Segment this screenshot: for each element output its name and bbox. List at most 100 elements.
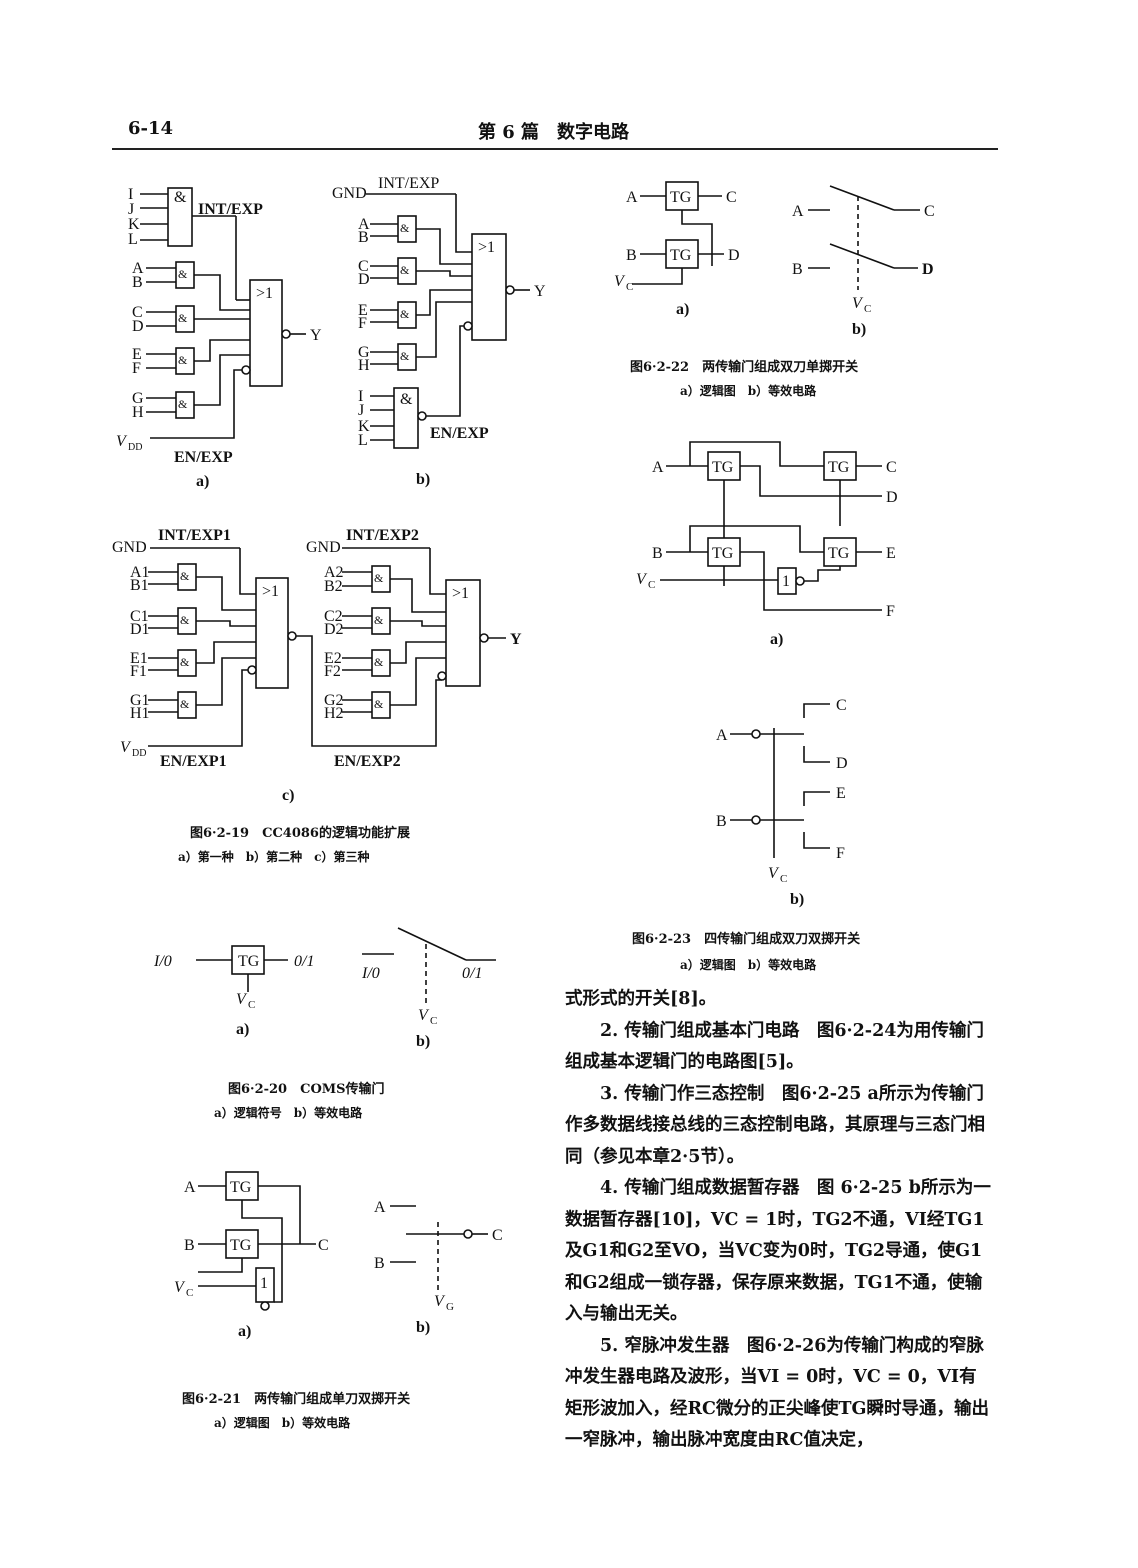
svg-text:&: & — [400, 391, 413, 408]
svg-text:&: & — [178, 267, 188, 281]
fig21-caption: 图6·2-21 两传输门组成单刀双掷开关 — [182, 1392, 411, 1407]
page-number: 6-14 — [128, 118, 174, 139]
svg-text:Y: Y — [510, 631, 522, 648]
svg-text:B: B — [626, 247, 637, 264]
svg-text:&: & — [174, 189, 187, 206]
fig19b-diagram: GND INT/EXP >1 Y & & & & AB CD EF GH & I… — [332, 175, 546, 488]
svg-text:INT/EXP: INT/EXP — [378, 175, 439, 192]
svg-text:G1: G1 — [130, 692, 150, 709]
svg-text:C: C — [492, 1227, 503, 1244]
svg-text:C: C — [132, 304, 143, 321]
svg-text:D2: D2 — [324, 621, 344, 638]
svg-text:>1: >1 — [262, 583, 279, 600]
svg-text:C: C — [248, 999, 255, 1011]
svg-text:A: A — [374, 1199, 386, 1216]
svg-text:&: & — [374, 571, 384, 585]
svg-text:a): a) — [238, 1323, 251, 1340]
svg-text:C: C — [886, 459, 897, 476]
svg-text:EN/EXP2: EN/EXP2 — [334, 753, 401, 770]
svg-text:&: & — [180, 655, 190, 669]
svg-text:F: F — [836, 845, 845, 862]
svg-text:L: L — [358, 432, 368, 449]
svg-text:b): b) — [416, 471, 430, 488]
fig20-subcaption: a）逻辑符号 b）等效电路 — [214, 1106, 363, 1120]
svg-text:C: C — [924, 203, 935, 220]
svg-text:C: C — [836, 697, 847, 714]
svg-text:0/1: 0/1 — [462, 965, 482, 982]
svg-text:V: V — [116, 433, 128, 450]
svg-text:V: V — [174, 1279, 186, 1296]
svg-text:&: & — [178, 397, 188, 411]
svg-text:TG: TG — [828, 545, 850, 562]
svg-text:A: A — [792, 203, 804, 220]
svg-text:E: E — [836, 785, 846, 802]
svg-text:E: E — [886, 545, 896, 562]
svg-text:H: H — [132, 404, 144, 421]
svg-text:DD: DD — [132, 748, 146, 759]
svg-text:&: & — [374, 655, 384, 669]
svg-text:V: V — [236, 991, 248, 1008]
svg-text:b): b) — [416, 1033, 430, 1050]
svg-text:V: V — [852, 295, 864, 312]
svg-text:&: & — [400, 263, 410, 277]
svg-text:C2: C2 — [324, 608, 343, 625]
svg-text:INT/EXP1: INT/EXP1 — [158, 527, 231, 544]
svg-text:F: F — [358, 315, 367, 332]
svg-text:H: H — [358, 357, 370, 374]
svg-text:GND: GND — [306, 539, 341, 556]
svg-text:0/1: 0/1 — [294, 953, 314, 970]
svg-text:TG: TG — [712, 459, 734, 476]
svg-text:B: B — [374, 1255, 385, 1272]
svg-text:H2: H2 — [324, 705, 344, 722]
svg-text:>1: >1 — [452, 585, 469, 602]
svg-text:&: & — [374, 613, 384, 627]
svg-text:b): b) — [790, 891, 804, 908]
svg-text:V: V — [434, 1293, 446, 1310]
svg-text:V: V — [614, 273, 626, 290]
fig19a-diagram: & IJ KL INT/EXP >1 Y & & & & AB CD EF GH… — [116, 186, 322, 490]
svg-text:H1: H1 — [130, 705, 150, 722]
svg-text:C: C — [726, 189, 737, 206]
svg-text:E2: E2 — [324, 650, 342, 667]
svg-text:K: K — [128, 216, 140, 233]
svg-text:D: D — [358, 271, 370, 288]
svg-text:I/0: I/0 — [361, 965, 380, 982]
svg-text:TG: TG — [230, 1179, 252, 1196]
svg-text:K: K — [358, 418, 370, 435]
svg-text:L: L — [128, 231, 138, 248]
svg-text:C1: C1 — [130, 608, 149, 625]
svg-text:V: V — [120, 739, 132, 756]
svg-text:GND: GND — [112, 539, 147, 556]
svg-text:&: & — [180, 569, 190, 583]
svg-text:G2: G2 — [324, 692, 344, 709]
fig19-subcaption: a）第一种 b）第二种 c）第三种 — [178, 850, 370, 864]
svg-text:C: C — [186, 1287, 193, 1299]
svg-text:C: C — [430, 1015, 437, 1027]
svg-text:A: A — [358, 216, 370, 233]
svg-text:>1: >1 — [478, 239, 495, 256]
header-rule — [112, 148, 998, 150]
svg-text:E: E — [132, 346, 142, 363]
svg-text:GND: GND — [332, 185, 367, 202]
svg-text:INT/EXP: INT/EXP — [198, 201, 263, 218]
svg-text:B: B — [652, 545, 663, 562]
svg-text:A: A — [716, 727, 728, 744]
svg-text:F: F — [132, 360, 141, 377]
svg-text:TG: TG — [712, 545, 734, 562]
svg-text:G: G — [132, 390, 144, 407]
fig22-caption: 图6·2-22 两传输门组成双刀单掷开关 — [630, 360, 859, 375]
svg-text:J: J — [358, 402, 364, 419]
svg-text:DD: DD — [128, 442, 142, 453]
para-3: 4. 传输门组成数据暂存器 图 6·2-25 b所示为一数据暂存器[10]，VC… — [565, 1178, 991, 1324]
svg-text:&: & — [178, 311, 188, 325]
para-4: 5. 窄脉冲发生器 图6·2-26为传输门构成的窄脉冲发生器电路及波形，当VI … — [565, 1335, 989, 1451]
svg-text:V: V — [418, 1007, 430, 1024]
svg-text:Y: Y — [310, 327, 322, 344]
svg-text:a): a) — [236, 1021, 249, 1038]
svg-text:C: C — [864, 303, 871, 315]
svg-text:F1: F1 — [130, 663, 147, 680]
svg-text:EN/EXP1: EN/EXP1 — [160, 753, 227, 770]
para-1: 2. 传输门组成基本门电路 图6·2-24为用传输门组成基本逻辑门的电路图[5]… — [565, 1020, 984, 1073]
svg-text:c): c) — [282, 787, 294, 804]
